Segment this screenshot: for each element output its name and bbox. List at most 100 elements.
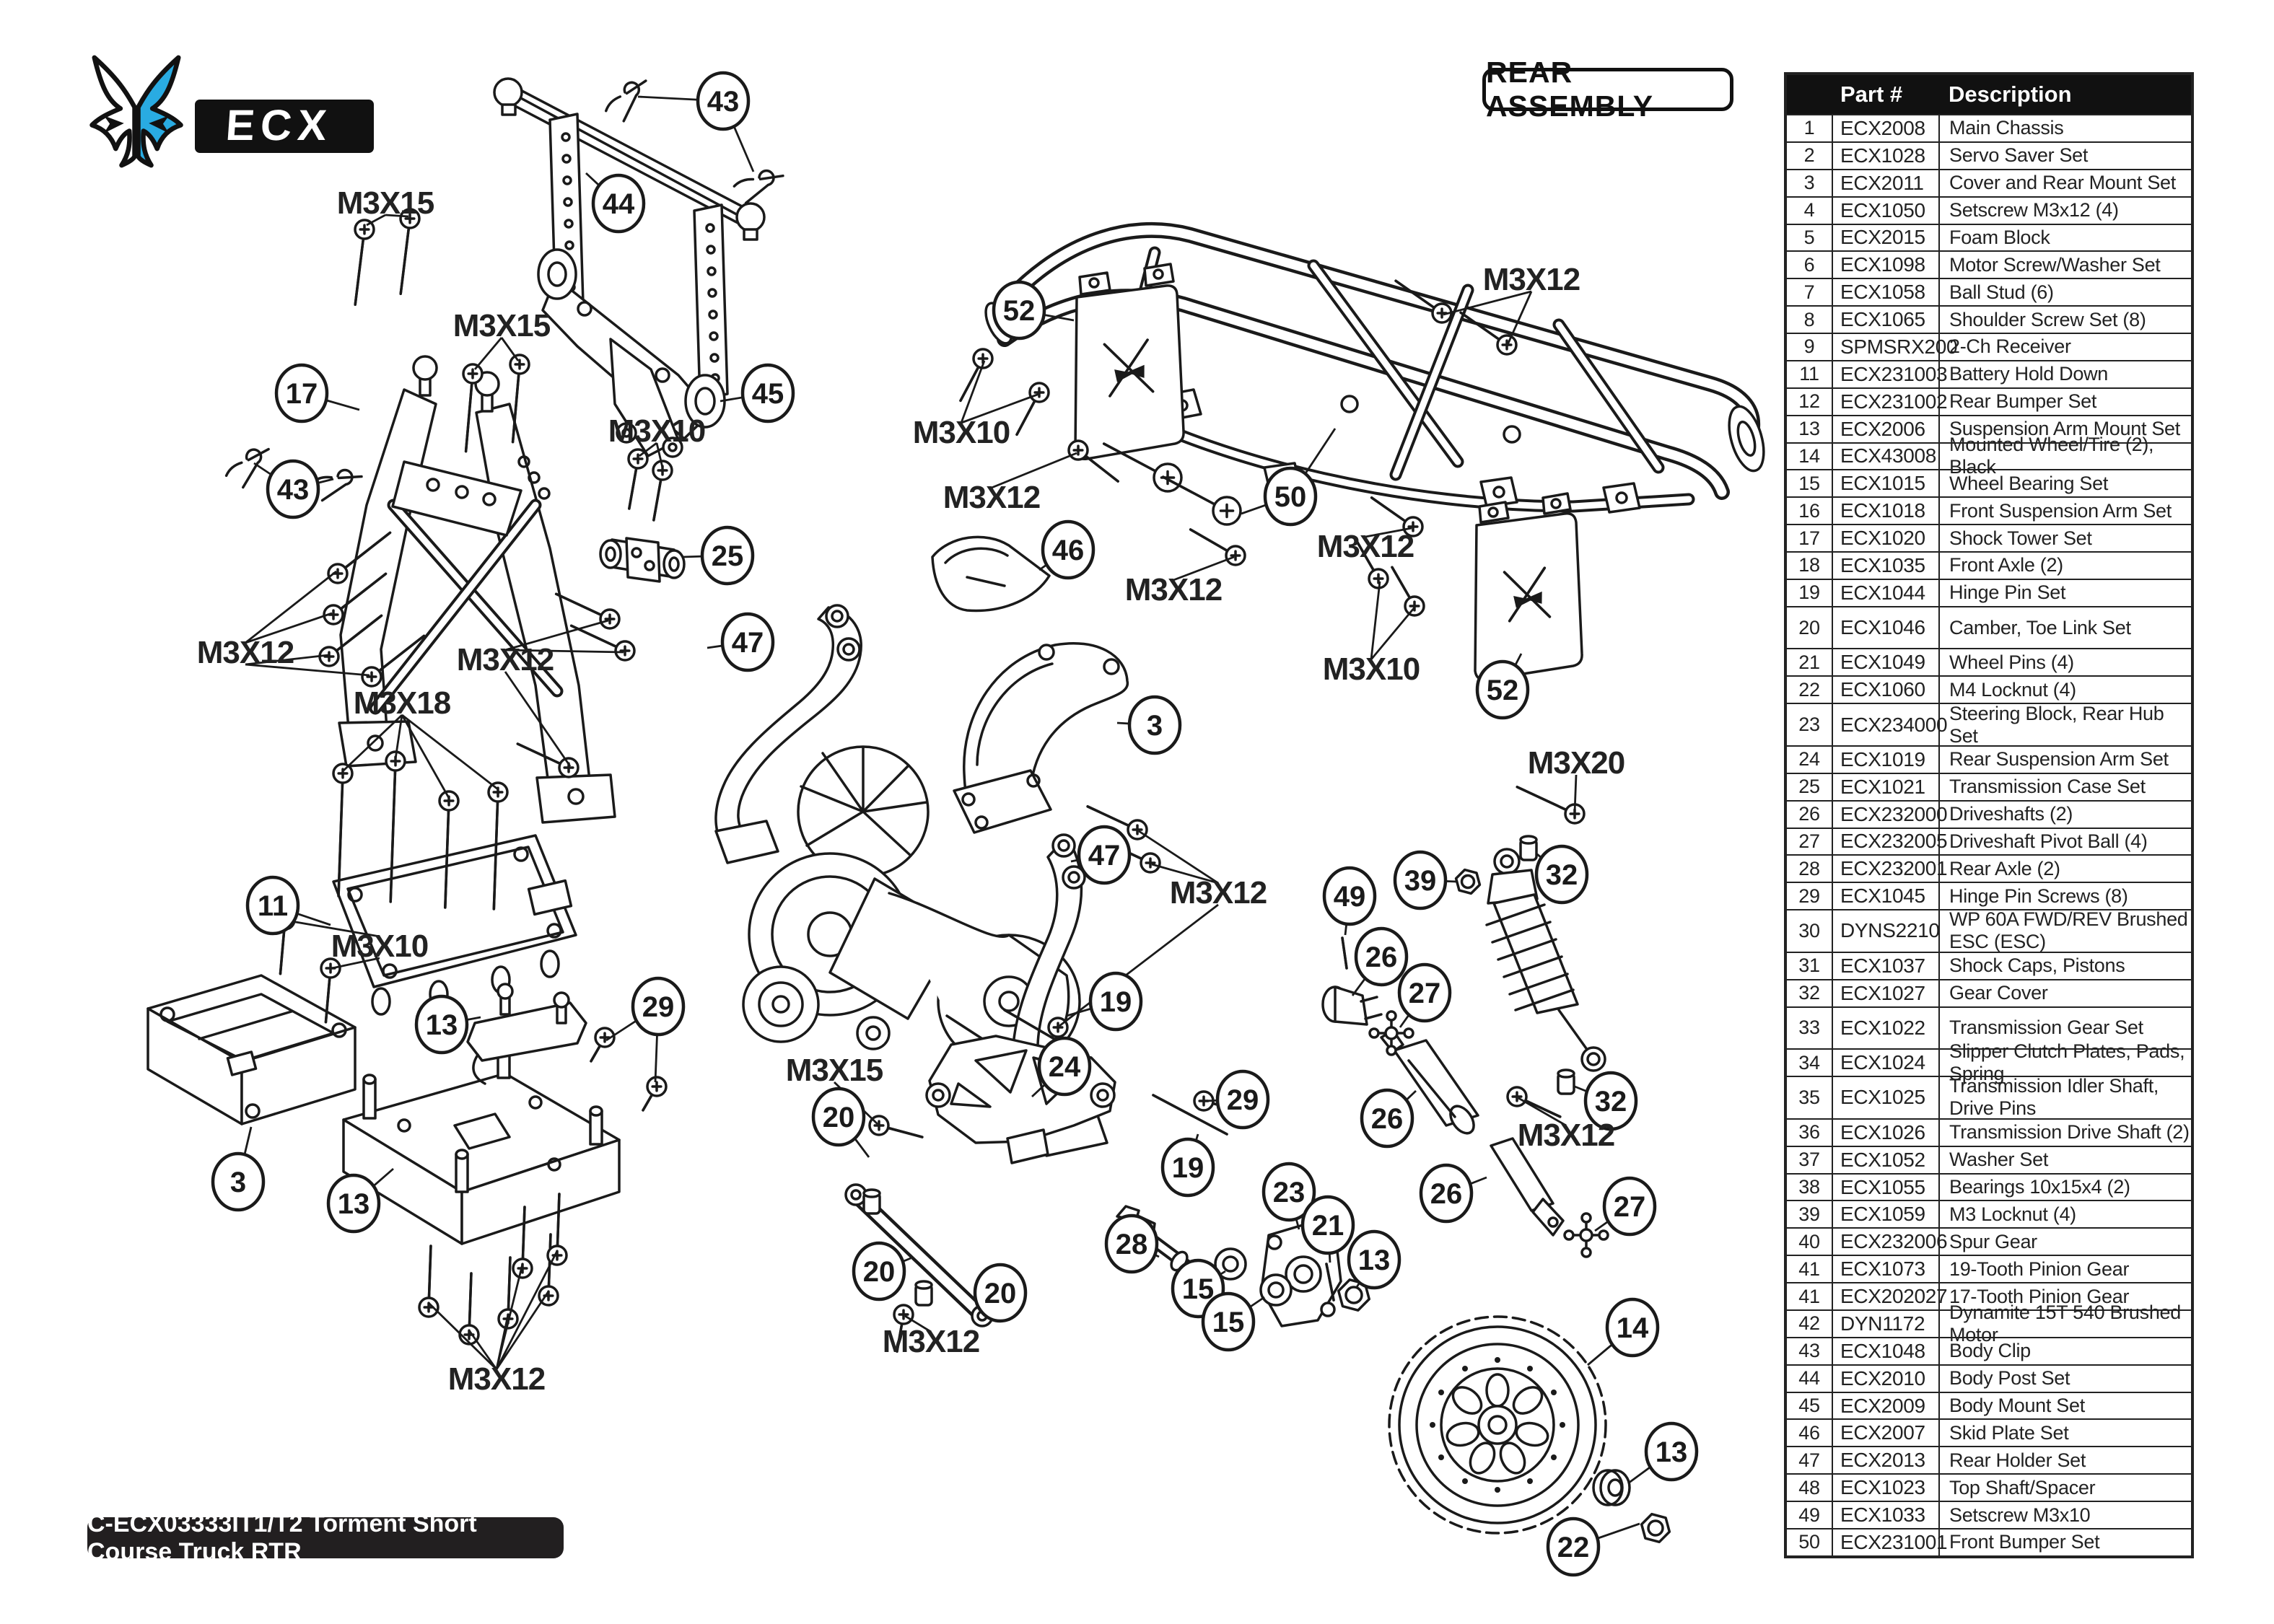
svg-text:44: 44 xyxy=(603,188,635,220)
row-number: 18 xyxy=(1798,554,1820,576)
emblem-dart-left xyxy=(103,115,124,133)
callout-46: 46 xyxy=(1041,519,1096,580)
screw-drawing xyxy=(458,1272,480,1346)
svg-text:M3X10: M3X10 xyxy=(913,415,1010,450)
row-description: Suspension Arm Mount Set xyxy=(1938,416,2191,442)
svg-text:17: 17 xyxy=(286,378,318,410)
row-description: Wheel Pins (4) xyxy=(1938,649,2191,676)
row-description: Skid Plate Set xyxy=(1938,1420,2191,1447)
svg-text:M3X12: M3X12 xyxy=(943,480,1040,515)
svg-text:M3X15: M3X15 xyxy=(786,1053,883,1088)
row-part-number: ECX1025 xyxy=(1832,1077,1938,1118)
row-part-number: ECX2007 xyxy=(1832,1420,1938,1447)
row-description: Motor Screw/Washer Set xyxy=(1938,252,2191,278)
row-part-number: ECX1048 xyxy=(1832,1338,1938,1364)
screw-drawing xyxy=(1506,1086,1562,1118)
skid-plate-drawing xyxy=(931,535,1051,613)
callout-13: 13 xyxy=(414,994,469,1055)
row-description: Front Axle (2) xyxy=(1938,553,2191,579)
fastener-label: M3X12 xyxy=(943,480,1041,515)
svg-text:19: 19 xyxy=(1100,986,1132,1018)
callout-21: 21 xyxy=(1300,1195,1355,1255)
screw-drawing xyxy=(487,781,509,910)
screw-drawing xyxy=(327,531,392,584)
svg-text:49: 49 xyxy=(1334,881,1366,913)
screw-drawing xyxy=(320,957,341,1024)
screw-drawing xyxy=(959,348,994,403)
row-part-number: ECX1049 xyxy=(1832,649,1938,676)
fastener-label: M3X10 xyxy=(913,415,1010,450)
mud-flap-left-drawing xyxy=(1074,263,1185,460)
row-description: Driveshafts (2) xyxy=(1938,801,2191,828)
row-number: 36 xyxy=(1798,1121,1820,1144)
screw-drawing xyxy=(1189,528,1246,566)
callout-3: 3 xyxy=(211,1151,266,1212)
row-part-number: ECX2013 xyxy=(1832,1447,1938,1474)
fastener-label: M3X12 xyxy=(457,642,554,677)
callout-14: 14 xyxy=(1605,1297,1660,1358)
svg-text:M3X12: M3X12 xyxy=(1317,529,1414,564)
row-number: 47 xyxy=(1798,1449,1820,1471)
row-description: Hinge Pin Screws (8) xyxy=(1938,883,2191,910)
esc-plate-drawing xyxy=(332,834,577,1016)
callout-32: 32 xyxy=(1583,1071,1638,1131)
row-number: 42 xyxy=(1798,1312,1820,1335)
svg-text:32: 32 xyxy=(1595,1086,1627,1118)
footer-part-label: C-ECX03333IT1/T2 Torment Short Course Tr… xyxy=(87,1510,564,1566)
row-part-number: ECX2011 xyxy=(1832,170,1938,196)
brand-wordmark: ECX xyxy=(195,100,374,153)
fastener-label: M3X12 xyxy=(1518,1118,1615,1153)
assembly-title-box: REAR ASSEMBLY xyxy=(1482,56,1733,123)
svg-text:13: 13 xyxy=(1656,1436,1688,1468)
row-description: Front Bumper Set xyxy=(1938,1529,2191,1555)
row-number: 50 xyxy=(1798,1531,1820,1553)
callout-19: 19 xyxy=(1088,971,1143,1032)
fastener-label-layer: M3X15M3X15M3X10M3X12M3X18M3X12M3X10M3X12… xyxy=(197,185,1625,1397)
svg-text:24: 24 xyxy=(1049,1051,1081,1083)
svg-text:15: 15 xyxy=(1212,1307,1245,1338)
svg-text:29: 29 xyxy=(642,991,675,1023)
svg-text:32: 32 xyxy=(1546,859,1578,891)
screw-drawing xyxy=(354,219,375,306)
row-part-number: ECX1035 xyxy=(1832,553,1938,579)
row-number: 34 xyxy=(1798,1051,1820,1074)
row-number: 25 xyxy=(1798,776,1820,798)
emblem-dart-right xyxy=(149,115,170,133)
row-description: 19-Tooth Pinion Gear xyxy=(1938,1256,2191,1283)
row-part-number: ECX1028 xyxy=(1832,142,1938,169)
callout-28: 28 xyxy=(1104,1213,1159,1274)
screw-drawing xyxy=(385,750,406,903)
row-part-number: ECX2008 xyxy=(1832,115,1938,141)
svg-text:M3X15: M3X15 xyxy=(337,185,434,221)
fastener-label: M3X12 xyxy=(883,1324,980,1359)
row-number: 13 xyxy=(1798,418,1820,440)
svg-text:3: 3 xyxy=(1147,710,1163,742)
row-number: 3 xyxy=(1803,172,1815,194)
row-description: Ball Stud (6) xyxy=(1938,279,2191,306)
row-description: 2-Ch Receiver xyxy=(1938,334,2191,360)
row-description: Driveshaft Pivot Ball (4) xyxy=(1938,828,2191,855)
clip-drawing xyxy=(733,169,784,205)
row-description: Transmission Drive Shaft (2) xyxy=(1938,1119,2191,1146)
callout-13: 13 xyxy=(1347,1229,1401,1290)
row-number: 9 xyxy=(1803,335,1815,358)
svg-text:M3X12: M3X12 xyxy=(883,1324,979,1359)
svg-text:26: 26 xyxy=(1365,942,1398,973)
row-number: 21 xyxy=(1798,651,1820,673)
